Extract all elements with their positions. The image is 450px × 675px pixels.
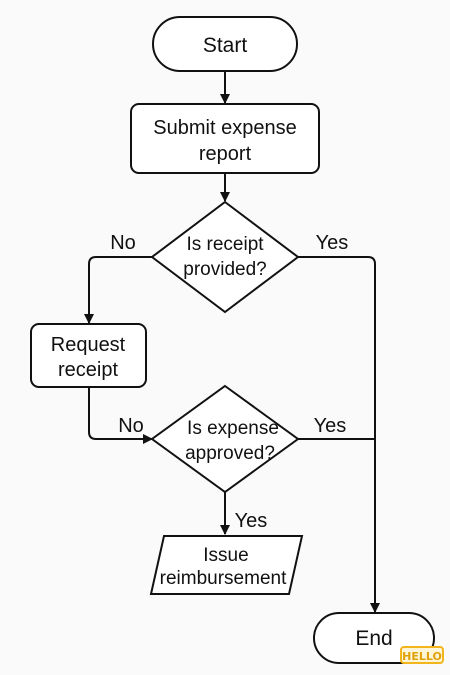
- edge-receipt-no: [84, 256, 152, 324]
- receipt-no-label: No: [110, 232, 136, 254]
- receipt-yes-label: Yes: [316, 232, 349, 254]
- approve-decision[interactable]: [150, 384, 300, 494]
- receipt-decision-line2: provided?: [183, 259, 266, 280]
- request-label-line1: Request: [51, 334, 126, 356]
- edge-receipt-yes: [298, 256, 380, 613]
- edges: [84, 71, 380, 613]
- issue-reimbursement-io[interactable]: [149, 535, 304, 595]
- approve-yes-label: Yes: [314, 415, 347, 437]
- nodes: Start Submit expense report Is receipt p…: [30, 16, 435, 664]
- receipt-decision[interactable]: [150, 200, 300, 314]
- watermark-logo: HELLO: [400, 646, 444, 664]
- submit-report-process[interactable]: [130, 103, 320, 174]
- start-terminal[interactable]: [152, 16, 298, 72]
- end-label: End: [355, 627, 392, 650]
- request-receipt-process[interactable]: [30, 323, 147, 388]
- submit-label-line2: report: [199, 143, 252, 165]
- approve-yes-down-label: Yes: [235, 510, 268, 532]
- issue-label-line1: Issue: [203, 545, 248, 566]
- approve-decision-line1: Is expense: [187, 418, 279, 439]
- receipt-decision-line1: Is receipt: [186, 234, 264, 255]
- issue-label-line2: reimbursement: [160, 568, 287, 589]
- approve-no-label: No: [118, 415, 144, 437]
- request-label-line2: receipt: [58, 359, 118, 381]
- start-label: Start: [203, 34, 248, 57]
- edge-labels: No Yes No Yes Yes: [110, 232, 348, 532]
- approve-decision-line2: approved?: [185, 443, 275, 464]
- submit-label-line1: Submit expense: [153, 117, 296, 139]
- edge-request-to-approve: [88, 387, 153, 444]
